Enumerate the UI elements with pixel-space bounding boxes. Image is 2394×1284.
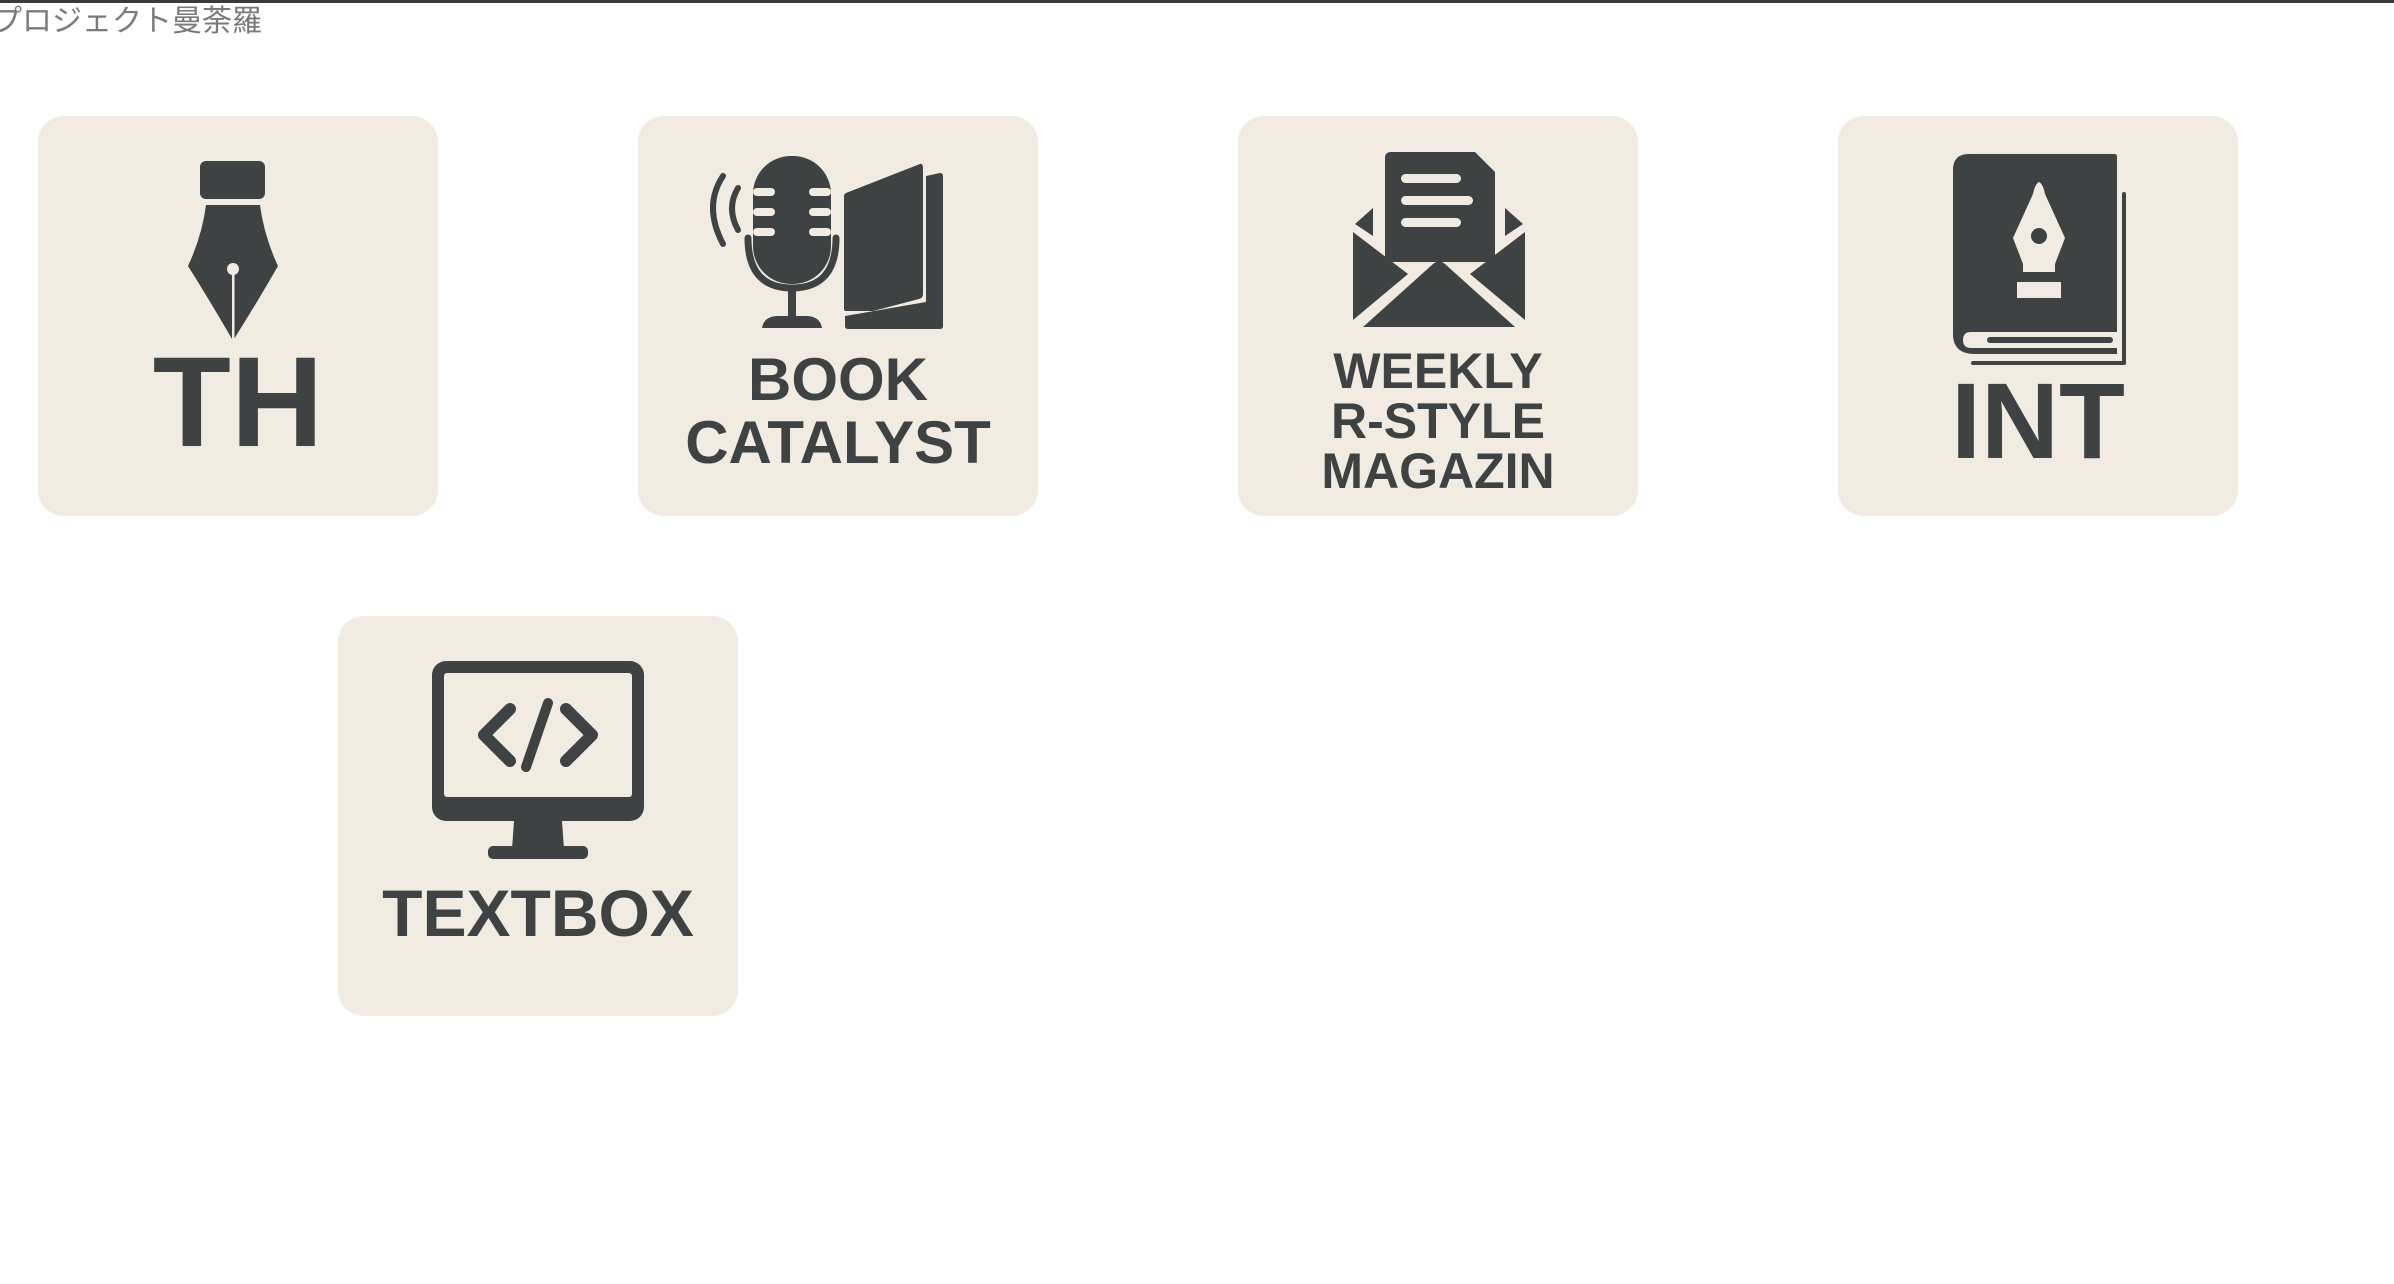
tile-label: TH [38, 338, 438, 468]
tile-weekly-r-style-magazin[interactable]: WEEKLY R-STYLE MAGAZIN [1238, 116, 1638, 516]
tile-textbox[interactable]: TEXTBOX [338, 616, 738, 1016]
tile-label: BOOK CATALYST [638, 348, 1038, 474]
tile-label: WEEKLY R-STYLE MAGAZIN [1238, 346, 1638, 496]
tile-label-line: INT [1951, 360, 2125, 481]
tile-label-line: TH [152, 331, 324, 474]
page-title: プロジェクト曼荼羅 [0, 4, 262, 39]
top-border [0, 0, 2394, 3]
book-with-pen-nib-icon [1953, 154, 2126, 365]
monitor-code-icon [432, 661, 644, 859]
tile-label-line: CATALYST [685, 409, 991, 476]
tile-label-line: R-STYLE [1331, 393, 1545, 449]
tile-book-catalyst[interactable]: BOOK CATALYST [638, 116, 1038, 516]
microphone-and-book-icon [710, 156, 943, 329]
tile-label: INT [1838, 366, 2238, 476]
tile-int[interactable]: INT [1838, 116, 2238, 516]
tile-label-line: WEEKLY [1333, 343, 1543, 399]
tile-label-line: MAGAZIN [1321, 443, 1555, 499]
open-envelope-letter-icon [1353, 152, 1525, 327]
tile-label-line: BOOK [748, 346, 928, 413]
tile-label: TEXTBOX [338, 878, 738, 948]
tile-th[interactable]: TH [38, 116, 438, 516]
fountain-pen-nib-icon [188, 161, 278, 339]
tile-label-line: TEXTBOX [382, 876, 694, 950]
